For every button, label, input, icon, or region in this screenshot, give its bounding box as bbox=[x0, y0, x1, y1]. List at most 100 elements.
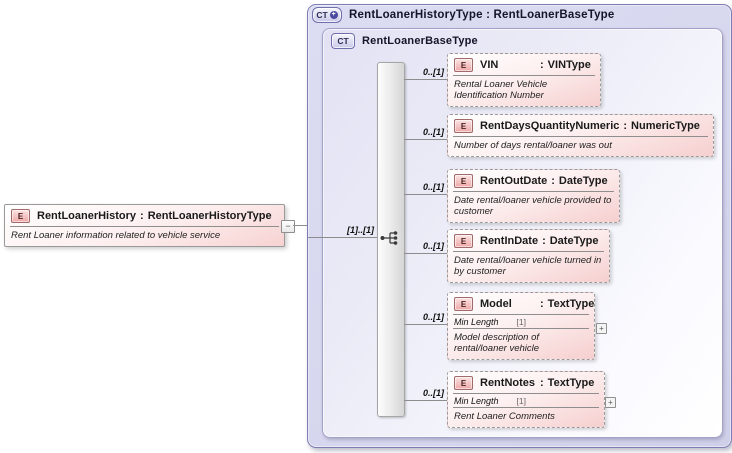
type-separator: : bbox=[540, 298, 544, 310]
root-element-title: RentLoanerHistory : RentLoanerHistoryTyp… bbox=[37, 210, 272, 222]
element-box-rentdaysquantitynumeric[interactable]: E RentDaysQuantityNumeric : NumericType … bbox=[447, 114, 714, 158]
cardinality-label: 0..[1] bbox=[422, 241, 444, 251]
element-type: DateType bbox=[558, 175, 608, 187]
element-icon: E bbox=[454, 297, 473, 311]
element-icon: E bbox=[454, 174, 473, 188]
type-separator: : bbox=[542, 235, 546, 247]
element-title: RentDaysQuantityNumeric : NumericType bbox=[480, 120, 700, 132]
facet-value: [1] bbox=[516, 396, 526, 406]
complex-type-derived-icon: CT + bbox=[312, 7, 342, 23]
element-type: NumericType bbox=[631, 120, 700, 132]
divider bbox=[453, 393, 599, 394]
sequence-icon bbox=[380, 231, 398, 245]
element-type: DateType bbox=[549, 235, 599, 247]
connector-line bbox=[404, 194, 447, 195]
element-icon: E bbox=[454, 234, 473, 248]
element-description: Date rental/loaner vehicle provided to c… bbox=[454, 195, 612, 218]
element-icon: E bbox=[454, 119, 473, 133]
minus-icon: − bbox=[285, 221, 291, 231]
collapse-toggle[interactable]: − bbox=[281, 220, 295, 233]
facet-row-min-length: Min Length [1] bbox=[448, 315, 594, 328]
element-description: Model description of rental/loaner vehic… bbox=[454, 332, 540, 355]
element-description: Rent Loaner Comments bbox=[454, 411, 555, 422]
type-separator: : bbox=[140, 210, 144, 222]
element-name: RentLoanerHistory bbox=[37, 210, 137, 222]
outer-container-title: RentLoanerHistoryType : RentLoanerBaseTy… bbox=[349, 9, 615, 21]
element-title: RentInDate : DateType bbox=[480, 235, 598, 247]
type-separator: : bbox=[540, 59, 544, 71]
sequence-model-group[interactable] bbox=[377, 62, 405, 417]
divider bbox=[453, 191, 614, 192]
type-separator: : bbox=[551, 175, 555, 187]
type-separator: : bbox=[623, 120, 628, 132]
facet-value: [1] bbox=[516, 317, 526, 327]
element-type: TextType bbox=[547, 377, 595, 389]
element-box-rentindate[interactable]: E RentInDate : DateType Date rental/loan… bbox=[447, 229, 610, 284]
element-header: E VIN : VINType bbox=[448, 54, 600, 75]
element-header: E RentInDate : DateType bbox=[448, 230, 609, 251]
connector-line bbox=[308, 237, 377, 238]
divider bbox=[10, 226, 279, 227]
connector-line bbox=[404, 324, 447, 325]
element-name: RentNotes bbox=[480, 377, 536, 389]
connector-line bbox=[293, 225, 307, 226]
connector-line bbox=[404, 79, 447, 80]
element-header: E Model : TextType bbox=[448, 293, 594, 314]
cardinality-label: 0..[1] bbox=[422, 127, 444, 137]
divider bbox=[453, 75, 595, 76]
cardinality-label: 0..[1] bbox=[422, 182, 444, 192]
element-type: VINType bbox=[547, 59, 591, 71]
element-icon: E bbox=[454, 58, 473, 72]
inner-container-header: CT RentLoanerBaseType bbox=[331, 33, 478, 49]
outer-container-header: CT + RentLoanerHistoryType : RentLoanerB… bbox=[312, 7, 615, 23]
element-box-model[interactable]: E Model : TextType Min Length [1] Model … bbox=[447, 292, 595, 361]
element-box-rentnotes[interactable]: E RentNotes : TextType Min Length [1] Re… bbox=[447, 371, 605, 429]
element-name: VIN bbox=[480, 59, 499, 71]
element-header: E RentNotes : TextType bbox=[448, 372, 604, 393]
element-name: RentOutDate bbox=[480, 175, 548, 187]
facet-label: Min Length bbox=[454, 317, 499, 327]
root-element-description: Rent Loaner information related to vehic… bbox=[11, 230, 221, 241]
element-description: Number of days rental/loaner was out bbox=[454, 140, 612, 151]
ct-badge-label: CT bbox=[337, 36, 349, 46]
derived-plus-icon: + bbox=[329, 11, 338, 19]
cardinality-label: 0..[1] bbox=[422, 388, 444, 398]
connector-line bbox=[404, 400, 447, 401]
plus-icon: + bbox=[599, 324, 604, 333]
element-icon: E bbox=[454, 376, 473, 390]
element-name: RentInDate bbox=[480, 235, 539, 247]
divider bbox=[453, 136, 708, 137]
expand-facets-toggle[interactable]: + bbox=[605, 397, 616, 408]
facet-row-min-length: Min Length [1] bbox=[448, 394, 604, 407]
element-type: RentLoanerHistoryType bbox=[147, 210, 272, 222]
element-description: Rental Loaner Vehicle Identification Num… bbox=[454, 79, 548, 102]
element-box-rentoutdate[interactable]: E RentOutDate : DateType Date rental/loa… bbox=[447, 169, 620, 224]
divider bbox=[453, 407, 599, 408]
element-title: RentNotes : TextType bbox=[480, 377, 594, 389]
divider bbox=[453, 314, 589, 315]
element-title: RentOutDate : DateType bbox=[480, 175, 608, 187]
element-type: TextType bbox=[547, 298, 595, 310]
root-element-box-rentloanerhistory[interactable]: E RentLoanerHistory : RentLoanerHistoryT… bbox=[4, 204, 285, 248]
element-header: E RentDaysQuantityNumeric : NumericType bbox=[448, 115, 713, 136]
inner-container-title: RentLoanerBaseType bbox=[362, 35, 478, 47]
divider bbox=[453, 328, 589, 329]
expand-facets-toggle[interactable]: + bbox=[596, 323, 607, 334]
type-separator: : bbox=[540, 377, 544, 389]
element-title: VIN : VINType bbox=[480, 59, 591, 71]
complex-type-icon: CT bbox=[331, 33, 355, 49]
facet-label: Min Length bbox=[454, 396, 499, 406]
element-name: Model bbox=[480, 298, 512, 310]
element-icon: E bbox=[11, 209, 30, 223]
element-description: Date rental/loaner vehicle turned in by … bbox=[454, 255, 602, 278]
root-element-header: E RentLoanerHistory : RentLoanerHistoryT… bbox=[5, 205, 284, 226]
cardinality-label: 0..[1] bbox=[422, 312, 444, 322]
element-box-vin[interactable]: E VIN : VINType Rental Loaner Vehicle Id… bbox=[447, 53, 601, 108]
plus-icon: + bbox=[608, 398, 613, 407]
cardinality-label: 0..[1] bbox=[422, 67, 444, 77]
ct-badge-label: CT bbox=[316, 10, 328, 20]
connector-line bbox=[404, 139, 447, 140]
divider bbox=[453, 251, 604, 252]
element-header: E RentOutDate : DateType bbox=[448, 170, 619, 191]
